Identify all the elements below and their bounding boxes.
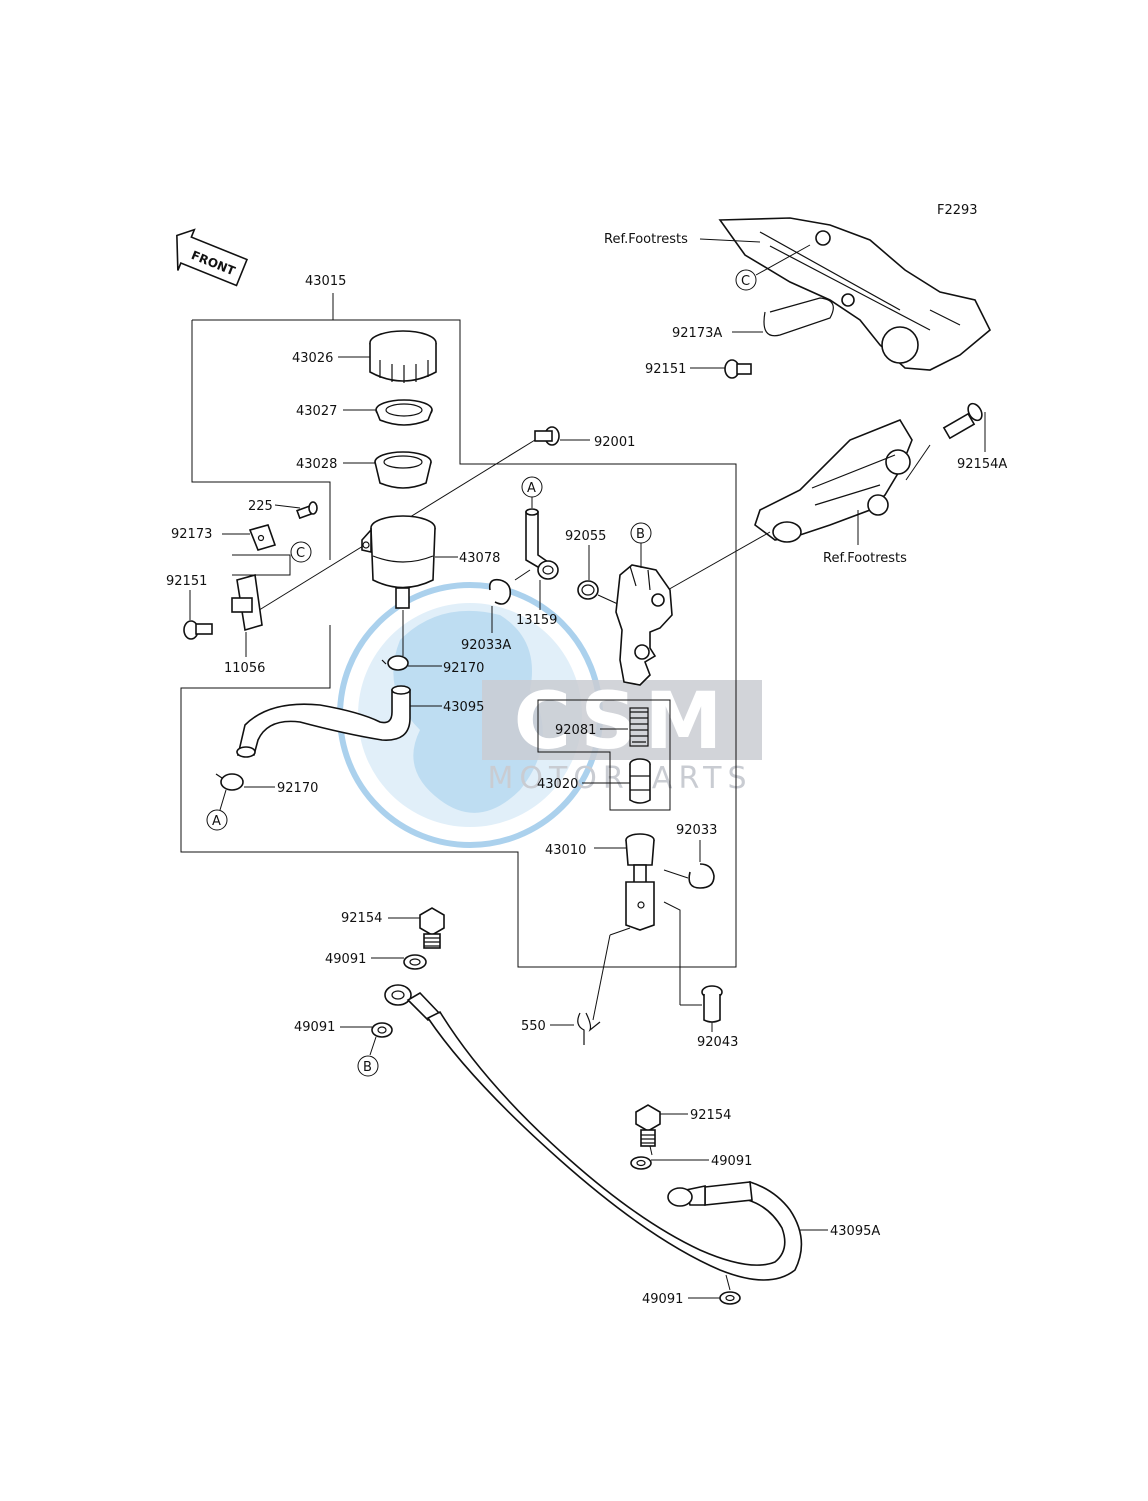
diaphragm-plate-43027 xyxy=(375,399,433,426)
circlip-92033a xyxy=(488,578,512,605)
watermark-small-text: MOTORPARTS xyxy=(487,761,752,796)
part-92170-lower: 92170 xyxy=(277,781,318,796)
part-49091-c: 49091 xyxy=(711,1154,752,1169)
part-92154a: 92154A xyxy=(957,457,1007,472)
front-arrow-icon: FRONT xyxy=(176,228,249,287)
part-49091-d: 49091 xyxy=(642,1292,683,1307)
part-92173a: 92173A xyxy=(672,326,722,341)
reservoir-cap-43026 xyxy=(369,330,437,383)
clip-92173 xyxy=(248,524,277,551)
reservoir-tank-43078 xyxy=(361,515,436,609)
washer-49091-c xyxy=(630,1156,652,1170)
ref-footrests-mid-label: Ref.Footrests xyxy=(823,551,907,566)
part-43026: 43026 xyxy=(292,351,333,366)
part-49091-b: 49091 xyxy=(294,1020,335,1035)
part-225: 225 xyxy=(248,499,273,514)
part-550: 550 xyxy=(521,1019,546,1034)
part-43027: 43027 xyxy=(296,404,337,419)
bolt-92151-left xyxy=(183,620,213,640)
bracket-11056 xyxy=(231,573,263,632)
banjo-bolt-92154-left xyxy=(419,907,445,949)
circlip-92033 xyxy=(688,863,715,889)
figure-code: F2293 xyxy=(937,203,978,218)
part-92055: 92055 xyxy=(565,529,606,544)
push-rod-43010 xyxy=(625,833,655,931)
marker-c-upper-label: C xyxy=(741,274,750,289)
part-43015: 43015 xyxy=(305,274,346,289)
part-92151-left: 92151 xyxy=(166,574,207,589)
diaphragm-43028 xyxy=(374,451,432,489)
part-92154-right: 92154 xyxy=(690,1108,731,1123)
o-ring-92055 xyxy=(577,580,599,600)
part-92154-left: 92154 xyxy=(341,911,382,926)
hose-clamp-92170-upper xyxy=(381,655,409,671)
marker-b-lower-label: B xyxy=(363,1060,372,1075)
watermark-big-text: CSM xyxy=(514,677,731,767)
bolt-92154a xyxy=(942,402,983,440)
part-92081: 92081 xyxy=(555,723,596,738)
part-11056: 11056 xyxy=(224,661,265,676)
bolt-92001 xyxy=(534,426,560,446)
marker-a-upper-label: A xyxy=(527,481,536,496)
part-92033a: 92033A xyxy=(461,638,511,653)
footrest-bracket-mid xyxy=(754,419,913,543)
master-cylinder-body xyxy=(615,564,673,686)
part-43028: 43028 xyxy=(296,457,337,472)
hose-clamp-92170-lower xyxy=(215,773,244,791)
part-43095a: 43095A xyxy=(830,1224,880,1239)
marker-c-left-label: C xyxy=(296,546,305,561)
part-43095: 43095 xyxy=(443,700,484,715)
spring-92081 xyxy=(629,707,649,747)
footrest-frame-upper xyxy=(718,217,991,371)
marker-a-lower xyxy=(206,809,228,831)
part-43010: 43010 xyxy=(545,843,586,858)
piston-43020 xyxy=(629,758,651,804)
part-43020: 43020 xyxy=(537,777,578,792)
bolt-92151-right xyxy=(724,359,752,379)
banjo-bolt-92154-right xyxy=(635,1104,661,1147)
part-92151-right: 92151 xyxy=(645,362,686,377)
part-92001: 92001 xyxy=(594,435,635,450)
part-92170-upper: 92170 xyxy=(443,661,484,676)
watermark: CSM MOTORPARTS xyxy=(337,582,762,848)
marker-a-lower-label: A xyxy=(212,814,221,829)
brake-hose-43095a xyxy=(384,984,803,1281)
pin-92043 xyxy=(701,985,723,1023)
marker-c-upper xyxy=(735,269,757,291)
marker-b-upper-label: B xyxy=(636,527,645,542)
cotter-pin-550 xyxy=(577,1012,601,1045)
part-92043: 92043 xyxy=(697,1035,738,1050)
part-13159: 13159 xyxy=(516,613,557,628)
bracket-c-link xyxy=(232,554,291,576)
marker-c-left xyxy=(290,541,312,563)
part-92033: 92033 xyxy=(676,823,717,838)
washer-49091-a xyxy=(403,954,427,970)
marker-b-lower xyxy=(357,1055,379,1077)
reservoir-hose-43095 xyxy=(236,685,411,758)
bolt-225 xyxy=(296,501,318,520)
assembly-outline xyxy=(180,293,737,968)
part-92173: 92173 xyxy=(171,527,212,542)
inner-kit-box xyxy=(537,699,671,811)
part-43078: 43078 xyxy=(459,551,500,566)
ref-footrests-top-label: Ref.Footrests xyxy=(604,232,688,247)
part-49091-a: 49091 xyxy=(325,952,366,967)
grommet-13159 xyxy=(537,560,559,580)
washer-49091-b xyxy=(371,1022,393,1038)
washer-49091-d xyxy=(719,1291,741,1305)
clip-92173a xyxy=(763,297,834,337)
